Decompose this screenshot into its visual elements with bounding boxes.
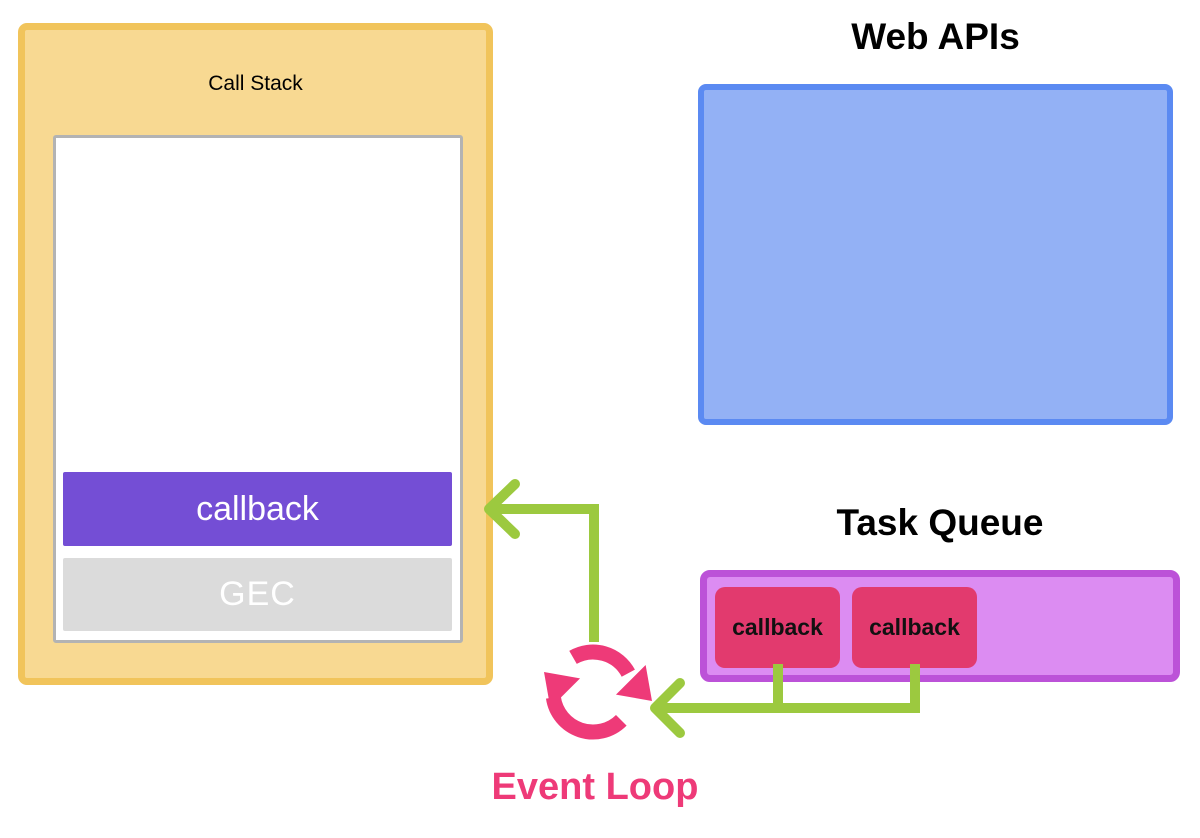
- web-apis-title: Web APIs: [851, 16, 1020, 57]
- cycle-arrowhead-left: [544, 672, 581, 709]
- web-apis-box: [698, 84, 1173, 425]
- stack-frame-gec: GEC: [63, 558, 452, 631]
- task-queue-callback-1: callback: [715, 587, 840, 668]
- task-queue-callback-2: callback: [852, 587, 977, 668]
- cycle-arrows-icon: [544, 644, 652, 740]
- event-loop-label: Event Loop: [491, 766, 699, 808]
- call-stack-title: Call Stack: [208, 72, 303, 95]
- task-queue-title: Task Queue: [836, 502, 1044, 543]
- stack-frame-callback: callback: [63, 472, 452, 546]
- arrowhead-into-eventloop: [650, 678, 685, 738]
- call-stack-frames-container: callback GEC: [53, 135, 463, 643]
- call-stack-panel: Call Stack callback GEC: [18, 23, 493, 685]
- arrow-eventloop-to-callstack: [484, 479, 599, 642]
- cycle-arrowhead-right: [615, 664, 652, 701]
- task-queue-box: callback callback: [700, 570, 1180, 682]
